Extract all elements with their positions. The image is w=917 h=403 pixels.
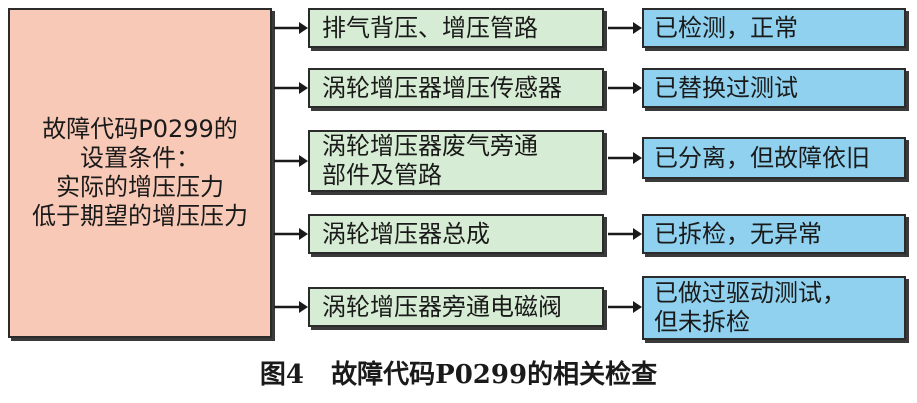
right-arrow-icon	[608, 152, 642, 164]
check-item-box: 涡轮增压器总成	[308, 214, 604, 254]
check-result-box: 已拆检，无异常	[642, 214, 906, 254]
check-item-label: 涡轮增压器总成	[322, 219, 490, 248]
fault-condition-line: 实际的增压压力	[56, 173, 224, 201]
check-result-label: 已分离，但故障依旧	[654, 143, 870, 172]
check-result-box: 已检测，正常	[642, 8, 906, 48]
check-result-label: 已做过驱动测试，	[654, 279, 846, 307]
check-result-label: 已替换过测试	[654, 73, 798, 102]
fault-condition-box: 故障代码P0299的 设置条件： 实际的增压压力 低于期望的增压压力	[8, 8, 272, 338]
check-item-label: 部件及管路	[322, 161, 442, 189]
right-arrow-icon	[274, 22, 308, 34]
check-item-label: 涡轮增压器增压传感器	[322, 73, 562, 102]
right-arrow-icon	[608, 82, 642, 94]
figure-caption: 图4 故障代码P0299的相关检查	[259, 360, 658, 390]
right-arrow-icon	[274, 228, 308, 240]
fault-condition-line: 低于期望的增压压力	[32, 202, 248, 230]
fault-condition-line: 故障代码P0299的	[42, 115, 238, 143]
check-result-label: 但未拆检	[654, 308, 750, 336]
check-item-box: 涡轮增压器旁通电磁阀	[308, 287, 604, 327]
check-result-label: 已检测，正常	[654, 13, 798, 42]
check-item-label: 排气背压、增压管路	[322, 13, 538, 42]
check-result-box: 已做过驱动测试， 但未拆检	[642, 276, 906, 340]
check-result-box: 已替换过测试	[642, 68, 906, 108]
check-result-label: 已拆检，无异常	[654, 219, 822, 248]
check-item-box: 涡轮增压器废气旁通 部件及管路	[308, 130, 604, 192]
right-arrow-icon	[608, 22, 642, 34]
check-item-box: 排气背压、增压管路	[308, 8, 604, 48]
fault-condition-line: 设置条件：	[80, 144, 200, 172]
check-item-label: 涡轮增压器废气旁通	[322, 132, 538, 160]
right-arrow-icon	[608, 228, 642, 240]
check-item-label: 涡轮增压器旁通电磁阀	[322, 292, 562, 321]
right-arrow-icon	[608, 301, 642, 313]
check-item-box: 涡轮增压器增压传感器	[308, 68, 604, 108]
right-arrow-icon	[274, 82, 308, 94]
check-result-box: 已分离，但故障依旧	[642, 137, 906, 179]
right-arrow-icon	[274, 301, 308, 313]
right-arrow-icon	[274, 155, 308, 167]
